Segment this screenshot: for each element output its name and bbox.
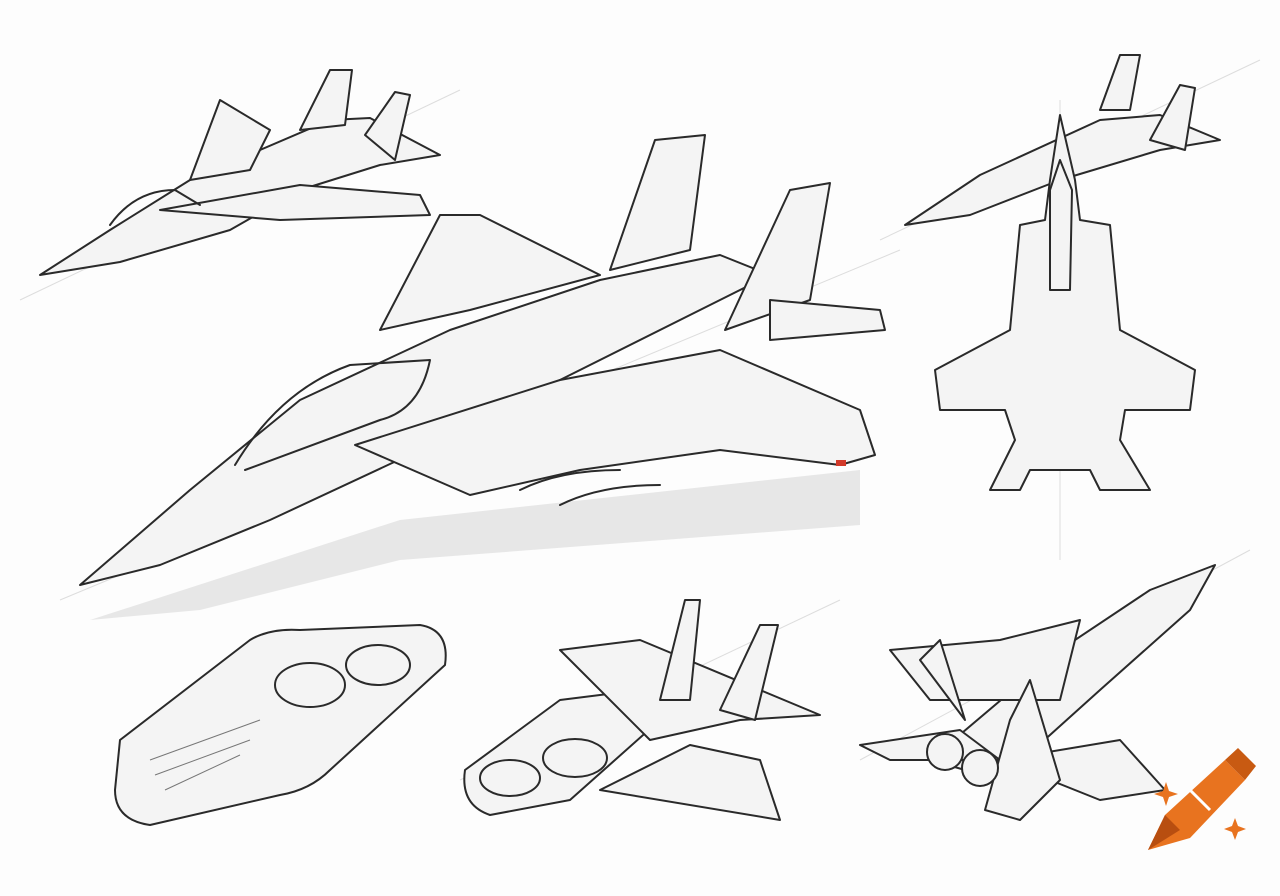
jet-sketch-top-view	[934, 114, 1196, 491]
sparkle-icon	[1224, 818, 1246, 840]
jet-sketch-top-left	[39, 69, 441, 276]
jet-sketch-main	[79, 134, 886, 620]
crayon-icon	[1148, 748, 1256, 850]
tray-jet-sketch	[463, 599, 821, 821]
wingtip-light	[836, 460, 846, 466]
jet-sketch-rear-view	[859, 564, 1216, 821]
sparkle-icon	[1154, 782, 1178, 806]
tray-sketch	[114, 624, 447, 826]
